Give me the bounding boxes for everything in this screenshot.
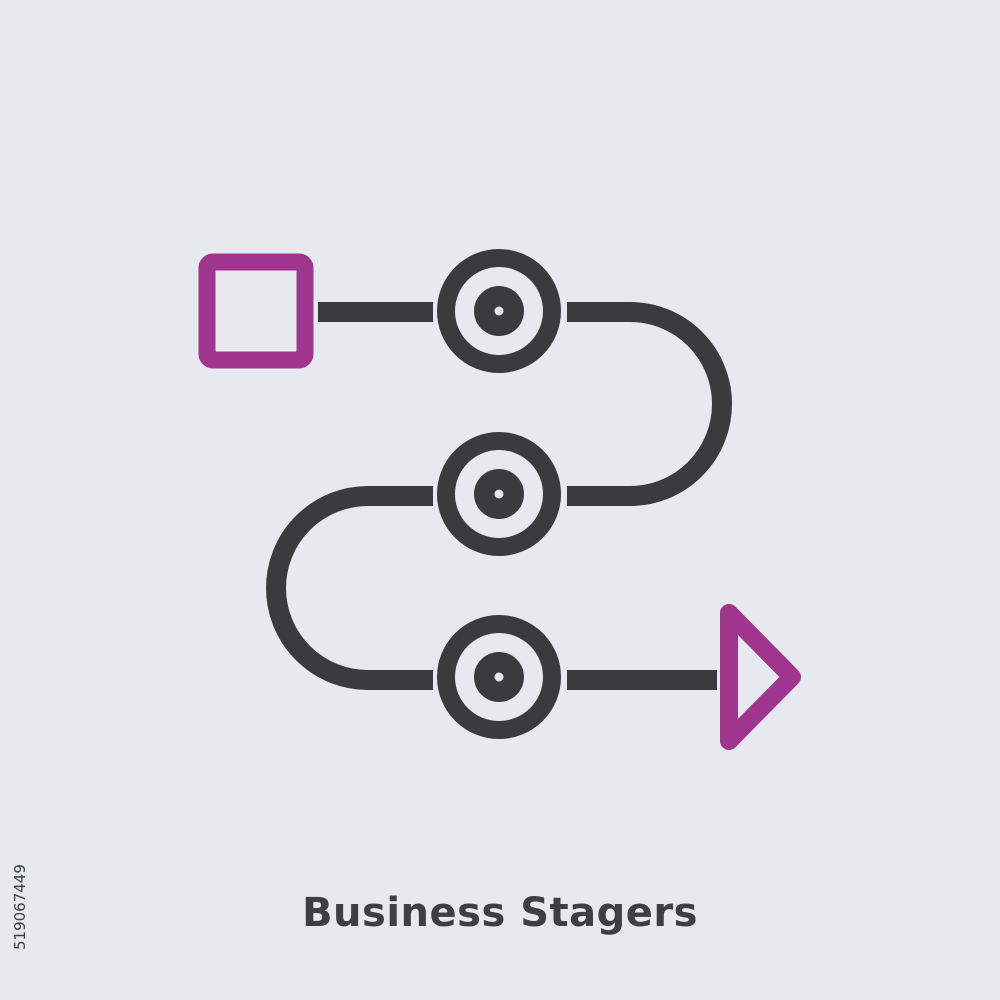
connector-path bbox=[266, 302, 732, 690]
connector-curve-left bbox=[266, 486, 433, 690]
stage-3-icon bbox=[437, 615, 561, 739]
connector-curve-right bbox=[567, 302, 732, 506]
triangle-arrow-icon bbox=[720, 604, 801, 750]
square-icon bbox=[198, 253, 314, 369]
stage-2-icon bbox=[437, 432, 561, 556]
stock-id-label: 519067449 bbox=[11, 864, 29, 950]
stage-1-icon bbox=[437, 249, 561, 373]
page-title: Business Stagers bbox=[302, 890, 698, 936]
